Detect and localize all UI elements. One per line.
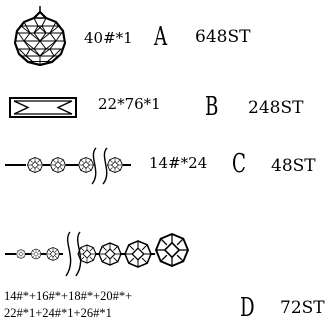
item-c-spec: 14#*24	[149, 154, 208, 172]
item-d-spec-line-1: 14#*+16#*+18#*+20#*+	[4, 289, 133, 303]
graduated-octagon-strand-icon	[5, 231, 189, 277]
item-a-qty: 648ST	[195, 27, 251, 47]
item-c-letter: C	[232, 149, 246, 179]
rectangular-prism-icon	[9, 97, 77, 118]
item-d-qty: 72ST	[280, 298, 325, 318]
item-c-qty: 48ST	[271, 156, 316, 176]
octagon-strand-icon	[5, 147, 131, 185]
item-b-letter: B	[205, 92, 219, 122]
item-a-spec: 40#*1	[84, 29, 133, 47]
item-d-letter: D	[240, 293, 255, 323]
item-b-qty: 248ST	[248, 98, 304, 118]
ball-crystal-icon	[13, 6, 67, 67]
item-a-letter: A	[154, 22, 168, 52]
item-b-spec: 22*76*1	[98, 95, 161, 113]
item-d-spec-line-2: 22#*1+24#*1+26#*1	[4, 306, 112, 320]
